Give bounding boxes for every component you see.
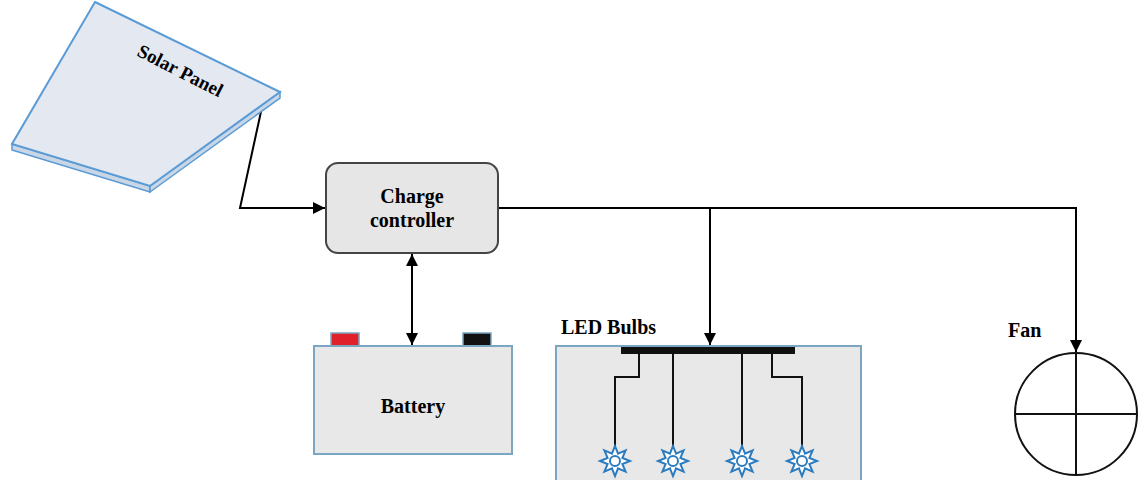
bulb-center bbox=[797, 456, 807, 466]
fan-circle: Fan bbox=[1014, 352, 1138, 476]
bulb-center bbox=[610, 456, 620, 466]
connector-arrow bbox=[499, 208, 1076, 352]
heading-label: Fan bbox=[1008, 318, 1041, 342]
bulb-wire bbox=[615, 353, 639, 447]
led-bulb bbox=[787, 446, 817, 476]
panel-shape bbox=[10, 0, 282, 192]
connector-arrow bbox=[240, 107, 325, 208]
fan-symbol bbox=[1014, 352, 1138, 476]
panel-face bbox=[12, 2, 280, 186]
connector-arrow bbox=[499, 208, 710, 345]
bus-bar bbox=[621, 347, 795, 354]
bulb-center bbox=[668, 456, 678, 466]
led-wiring bbox=[557, 347, 860, 480]
bulb-center bbox=[737, 456, 747, 466]
controller-box: Charge controller bbox=[325, 162, 499, 254]
led-panel: LED Bulbs bbox=[555, 345, 862, 480]
led-bulb bbox=[727, 446, 757, 476]
bulb-wire bbox=[741, 353, 743, 447]
fan-outline bbox=[1015, 353, 1137, 475]
battery-box: Battery bbox=[313, 345, 513, 455]
box-label: Battery bbox=[381, 394, 445, 418]
bulb-wire bbox=[772, 353, 802, 447]
solar-panel: Solar Panel bbox=[10, 0, 282, 192]
led-bulb bbox=[600, 446, 630, 476]
connector-arrow bbox=[411, 254, 413, 345]
fan-blade bbox=[1075, 353, 1077, 475]
box-label: Charge controller bbox=[337, 184, 487, 232]
bulb-wire bbox=[672, 353, 674, 447]
led-bulb bbox=[658, 446, 688, 476]
heading-label: LED Bulbs bbox=[561, 315, 656, 339]
